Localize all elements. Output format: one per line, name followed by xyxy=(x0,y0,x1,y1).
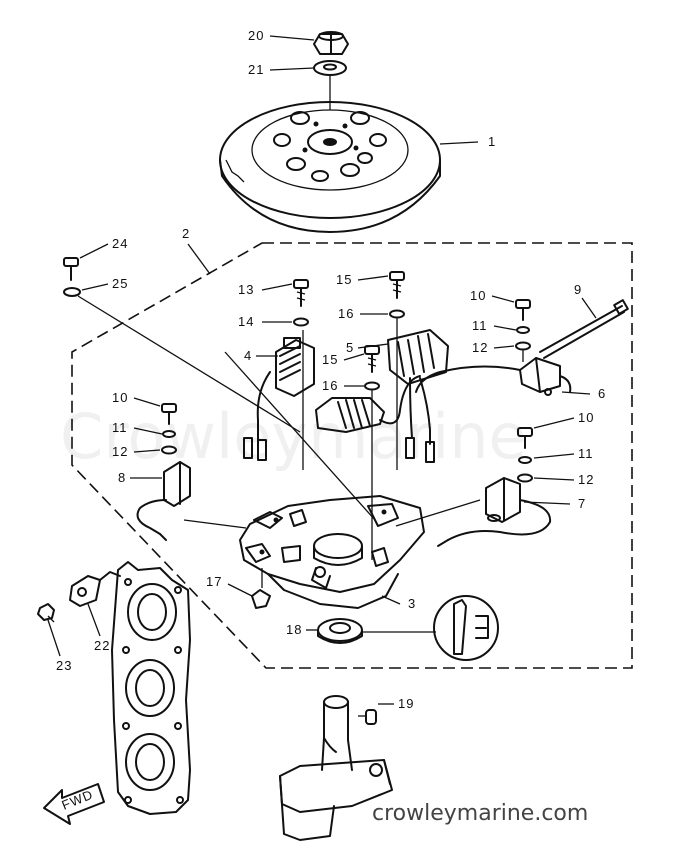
site-url: crowleymarine.com xyxy=(372,801,588,826)
label-9: 9 xyxy=(574,282,582,297)
washer-16-middle xyxy=(364,381,380,391)
crankcase xyxy=(111,561,191,815)
label-20: 20 xyxy=(248,28,264,43)
label-21: 21 xyxy=(248,62,264,77)
washer-12-upper-right xyxy=(515,341,531,351)
label-7: 7 xyxy=(578,496,586,511)
flywheel-washer xyxy=(313,60,347,76)
label-3: 3 xyxy=(408,596,416,611)
label-10-upper-right: 10 xyxy=(470,288,486,303)
lead-wire-9 xyxy=(539,299,629,359)
flywheel-nut xyxy=(313,31,349,55)
label-18: 18 xyxy=(286,622,302,637)
washer-11-upper-right xyxy=(516,326,530,334)
charge-coil-4 xyxy=(243,330,315,470)
label-10-left: 10 xyxy=(112,390,128,405)
forward-arrow: FWD xyxy=(43,783,105,825)
label-11-right: 11 xyxy=(578,446,594,461)
watermark: Crowleymarine xyxy=(60,400,527,473)
stator-base-3 xyxy=(239,495,425,609)
label-16-upper: 16 xyxy=(338,306,354,321)
fwd-label: FWD xyxy=(60,787,96,813)
oil-seal-18 xyxy=(317,618,363,644)
bolt-23 xyxy=(37,603,55,623)
leader xyxy=(77,295,301,433)
label-12-upper-right: 12 xyxy=(472,340,488,355)
label-12-right: 12 xyxy=(578,472,594,487)
label-13: 13 xyxy=(238,282,254,297)
washer-16-upper xyxy=(389,309,405,319)
seal-detail-callout xyxy=(433,595,499,661)
stator-assembly-boundary xyxy=(71,242,633,669)
label-16-middle: 16 xyxy=(322,378,338,393)
label-11-upper-right: 11 xyxy=(472,318,488,333)
bracket-22 xyxy=(69,571,121,607)
label-24: 24 xyxy=(112,236,128,251)
stator-screw-24 xyxy=(63,257,79,281)
label-14: 14 xyxy=(238,314,254,329)
label-25: 25 xyxy=(112,276,128,291)
label-12-left: 12 xyxy=(112,444,128,459)
label-11-left: 11 xyxy=(112,420,128,435)
screw-15-middle xyxy=(364,345,380,373)
part-labels: 20 21 1 2 24 25 13 14 4 15 16 5 xyxy=(47,28,606,711)
ignition-coil-8 xyxy=(136,461,247,541)
label-17: 17 xyxy=(206,574,222,589)
washer-12-left xyxy=(161,445,177,455)
clamp-17 xyxy=(251,568,271,609)
ignition-coil-6 xyxy=(415,357,572,396)
washer-12-right xyxy=(517,473,533,483)
washer-25 xyxy=(63,287,81,297)
pulser-coil xyxy=(315,375,421,560)
washer-11-right xyxy=(518,456,532,464)
woodruff-key-19 xyxy=(365,709,377,725)
label-8: 8 xyxy=(118,470,126,485)
ignition-coil-7 xyxy=(395,477,552,547)
screw-10-upper-right xyxy=(515,299,531,321)
screw-10-left xyxy=(161,403,177,425)
crankshaft xyxy=(279,695,393,841)
label-15-middle: 15 xyxy=(322,352,338,367)
washer-11-left xyxy=(162,430,176,438)
screw-13 xyxy=(293,279,309,307)
leader xyxy=(224,351,376,521)
screw-15-upper xyxy=(389,271,405,299)
label-4: 4 xyxy=(244,348,252,363)
label-5: 5 xyxy=(346,340,354,355)
label-1: 1 xyxy=(488,134,496,149)
screw-10-right xyxy=(517,427,533,449)
label-6: 6 xyxy=(598,386,606,401)
label-23: 23 xyxy=(56,658,72,673)
label-19: 19 xyxy=(398,696,414,711)
label-10-right: 10 xyxy=(578,410,594,425)
label-22: 22 xyxy=(94,638,110,653)
label-2: 2 xyxy=(182,226,190,241)
washer-14 xyxy=(293,317,309,327)
flywheel xyxy=(219,101,441,233)
label-15-upper: 15 xyxy=(336,272,352,287)
